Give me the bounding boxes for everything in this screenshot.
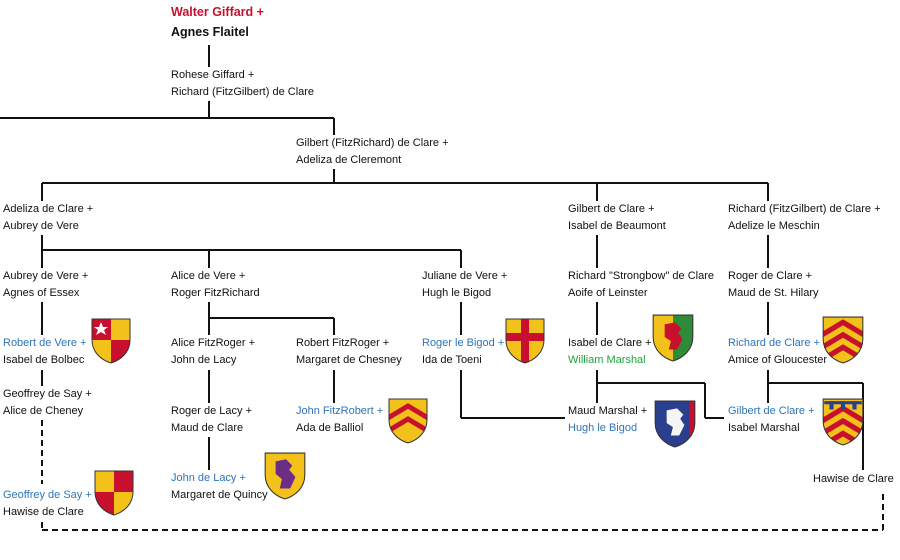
robert-isabel-node: Robert de Vere + Isabel de Bolbec [2,335,88,369]
margaret-de-chesney: Margaret de Chesney [296,354,402,366]
isabel-de-clare: Isabel de Clare + [568,337,652,349]
adeliza-de-cleremont: Adeliza de Cleremont [296,154,402,166]
alicefr-john-node: Alice FitzRoger + John de Lacy [170,335,257,369]
roger-fitzrichard: Roger FitzRichard [171,287,260,299]
johnl-margaret-node: John de Lacy + Margaret de Quincy [170,470,269,504]
alice-fitzroger: Alice FitzRoger + [171,337,256,349]
maud-hugh-node: Maud Marshal + Hugh le Bigod [567,403,649,437]
alice-roger-node: Alice de Vere + Roger FitzRichard [170,268,261,302]
geoffrey-de-say: Geoffrey de Say + [3,388,92,400]
john-fitzrobert-link[interactable]: John FitzRobert + [296,405,384,417]
john-de-lacy-link[interactable]: John de Lacy + [171,472,246,484]
walter-giffard-link[interactable]: Walter Giffard + [171,5,264,19]
gilbert-fitzrichard: Gilbert (FitzRichard) de Clare + [296,137,449,149]
say-shield-icon [94,470,134,516]
richard-fitzgilbert-2: Richard (FitzGilbert) de Clare + [728,203,881,215]
gilbert-de-clare-link[interactable]: Gilbert de Clare + [728,405,815,417]
aubrey-de-vere-2: Aubrey de Vere + [3,270,89,282]
clare-label-shield-icon [822,398,864,446]
john-de-lacy: John de Lacy [171,354,237,366]
bigod-cross-shield-icon [505,318,545,364]
rogerl-maud-node: Roger de Lacy + Maud de Clare [170,403,254,437]
juliane-hugh-node: Juliane de Vere + Hugh le Bigod [421,268,509,302]
isabel-william-node: Isabel de Clare + William Marshal [567,335,653,369]
richard-de-clare-link[interactable]: Richard de Clare + [728,337,821,349]
hawise-de-clare-2: Hawise de Clare [813,473,894,485]
gilbertc-isabel-node: Gilbert de Clare + Isabel Marshal [727,403,816,437]
margaret-de-quincy: Margaret de Quincy [171,489,268,501]
rogerb-ida-node: Roger le Bigod + Ida de Toeni [421,335,506,369]
richard-strongbow: Richard "Strongbow" de Clare [568,270,714,282]
alice-de-cheney: Alice de Cheney [3,405,84,417]
amice-of-gloucester: Amice of Gloucester [728,354,828,366]
richard-fitzgilbert: Richard (FitzGilbert) de Clare [171,86,315,98]
hawise-de-clare: Hawise de Clare [3,506,84,518]
isabel-de-beaumont: Isabel de Beaumont [568,220,666,232]
robertfr-margaret-node: Robert FitzRoger + Margaret de Chesney [295,335,403,369]
maud-de-clare: Maud de Clare [171,422,244,434]
richardc-amice-node: Richard de Clare + Amice of Gloucester [727,335,829,369]
maud-marshal: Maud Marshal + [568,405,648,417]
hugh-le-bigod-link[interactable]: Hugh le Bigod [568,422,638,434]
maud-de-st-hilary: Maud de St. Hilary [728,287,819,299]
alice-de-vere: Alice de Vere + [171,270,246,282]
william-marshal-link[interactable]: William Marshal [568,354,646,366]
aoife-of-leinster: Aoife of Leinster [568,287,648,299]
juliane-de-vere: Juliane de Vere + [422,270,508,282]
hawise-node: Hawise de Clare [812,471,895,488]
robert-de-vere-link[interactable]: Robert de Vere + [3,337,87,349]
roger-le-bigod-link[interactable]: Roger le Bigod + [422,337,505,349]
geoffrey2-hawise-node: Geoffrey de Say + Hawise de Clare [2,487,93,521]
gilbert-de-clare: Gilbert de Clare + [568,203,655,215]
clare-shield-icon [822,316,864,364]
gilbert-isabel-node: Gilbert de Clare + Isabel de Beaumont [567,201,667,235]
isabel-de-bolbec: Isabel de Bolbec [3,354,85,366]
aubrey-agnes-node: Aubrey de Vere + Agnes of Essex [2,268,90,302]
ida-de-toeni: Ida de Toeni [422,354,482,366]
adeliza-de-clare: Adeliza de Clare + [3,203,94,215]
ada-de-balliol: Ada de Balliol [296,422,364,434]
aubrey-de-vere: Aubrey de Vere [3,220,79,232]
bigod-lion-shield-icon [654,400,696,448]
roger-maud-node: Roger de Clare + Maud de St. Hilary [727,268,820,302]
roger-de-lacy: Roger de Lacy + [171,405,253,417]
rohese-giffard: Rohese Giffard + [171,69,255,81]
geoffrey-de-say-link[interactable]: Geoffrey de Say + [3,489,92,501]
roger-de-clare: Roger de Clare + [728,270,813,282]
hugh-le-bigod: Hugh le Bigod [422,287,492,299]
fitzrobert-chevron-shield-icon [388,398,428,444]
agnes-flaitel: Agnes Flaitel [171,25,249,39]
adeliza-aubrey-node: Adeliza de Clare + Aubrey de Vere [2,201,95,235]
lacy-lion-shield-icon [264,452,306,500]
strongbow-aoife-node: Richard "Strongbow" de Clare Aoife of Le… [567,268,715,302]
richard-adelize-node: Richard (FitzGilbert) de Clare + Adelize… [727,201,882,235]
marshal-lion-shield-icon [652,314,694,362]
johnfr-ada-node: John FitzRobert + Ada de Balliol [295,403,385,437]
robert-fitzroger: Robert FitzRoger + [296,337,390,349]
rohese-richard-node: Rohese Giffard + Richard (FitzGilbert) d… [170,67,316,101]
vere-shield-icon [91,318,131,364]
isabel-marshal: Isabel Marshal [728,422,800,434]
agnes-of-essex: Agnes of Essex [3,287,80,299]
geoffrey-alice-node: Geoffrey de Say + Alice de Cheney [2,386,93,420]
adelize-le-meschin: Adelize le Meschin [728,220,820,232]
gilbert-adeliza-node: Gilbert (FitzRichard) de Clare + Adeliza… [295,135,450,169]
walter-agnes-node: Walter Giffard + Agnes Flaitel [170,2,265,42]
